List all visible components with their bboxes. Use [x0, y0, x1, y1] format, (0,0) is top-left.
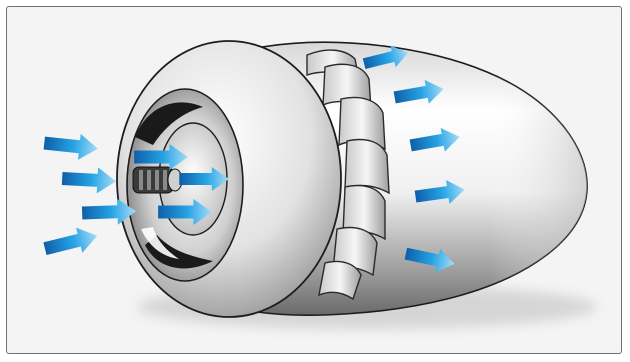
turbofan-engine-diagram — [7, 7, 622, 354]
diagram-frame — [6, 6, 622, 354]
fan-blade — [345, 140, 389, 193]
airflow-arrow-icon — [62, 166, 117, 195]
airflow-arrow-icon — [42, 223, 101, 261]
shaft — [133, 167, 182, 193]
fan-blade — [319, 262, 361, 300]
airflow-arrow-icon — [43, 130, 99, 161]
